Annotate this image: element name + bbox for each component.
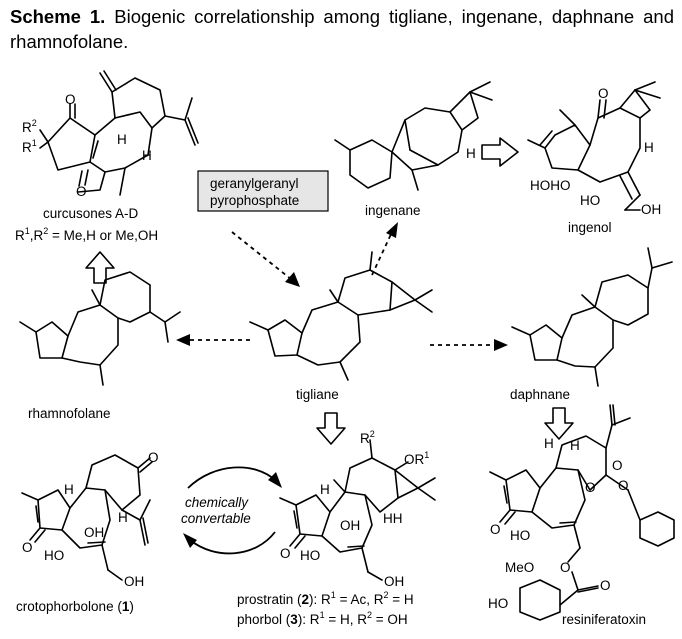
atom-o-ketone-top: O — [65, 92, 76, 107]
phorbol-structure: O OH R2 OR1 H HH OH HO — [279, 429, 436, 589]
atom-ho-rtx: HO — [510, 528, 530, 543]
arrow-open-down-resiniferatoxin — [544, 407, 574, 440]
label-resiniferatoxin: resiniferatoxin — [562, 612, 646, 627]
atom-ho-rtx-aryl: HO — [488, 596, 508, 611]
atom-hh-phorbol: HH — [383, 511, 403, 526]
atom-oh-croto-tail: OH — [124, 574, 144, 589]
atom-h-rtx-1: H — [544, 436, 554, 451]
conversion-arrows — [183, 466, 282, 555]
atom-oh-ingenol-tail: OH — [641, 202, 661, 217]
atom-o-rtx-ring: O — [612, 458, 623, 473]
atom-ho-ingenol: HO — [580, 193, 600, 208]
precursor-line2: pyrophosphate — [210, 193, 299, 208]
atom-o-rtx-carbonyl: O — [600, 578, 611, 593]
label-ingenane: ingenane — [365, 203, 421, 218]
atom-o-croto: O — [22, 540, 33, 555]
atom-o-croto-top: O — [148, 450, 159, 465]
atom-hoho-ingenol: HOHO — [530, 178, 571, 193]
atom-h-curc-1: H — [117, 132, 127, 147]
rhamnofolane-structure — [19, 271, 181, 386]
label-daphnane: daphnane — [510, 387, 570, 402]
atom-oh-phorbol: OH — [340, 518, 360, 533]
atom-h-rtx-2: H — [570, 438, 580, 453]
resiniferatoxin-structure: O O O MeO HO H H O O O HO — [488, 404, 675, 621]
label-curcusones-substituents: R1,R2 = Me,H or Me,OH — [15, 226, 158, 243]
atom-h-phorbol-1: H — [320, 482, 330, 497]
conversion-line2: convertable — [181, 511, 251, 526]
arrow-open-right-ingenol — [481, 137, 519, 167]
atom-h-ingenane: H — [466, 146, 476, 161]
precursor-box: geranylgeranyl pyrophosphate — [197, 170, 329, 212]
atom-or1-phorbol: OR1 — [404, 450, 429, 467]
atom-oh-phorbol-tail: OH — [384, 574, 404, 589]
atom-o-ingenol: O — [598, 86, 609, 101]
atom-h-ingenol: H — [644, 140, 654, 155]
label-curcusones: curcusones A-D — [43, 206, 139, 221]
daphnane-structure — [511, 247, 673, 387]
precursor-line1: geranylgeranyl — [210, 176, 299, 191]
scheme-label: Scheme 1. — [10, 6, 106, 27]
scheme-caption-text: Biogenic correlationship among tigliane,… — [10, 6, 674, 52]
atom-ho-croto: HO — [44, 548, 64, 563]
arrow-precursor-to-tigliane — [231, 231, 293, 281]
tigliane-structure — [249, 251, 433, 381]
label-tigliane: tigliane — [296, 387, 339, 402]
curcusones-structure: O O H H R2 R1 — [22, 70, 199, 199]
label-crotophorbolone: crotophorbolone (1) — [16, 599, 134, 614]
atom-h-curc-2: H — [142, 148, 152, 163]
label-phorbol: phorbol (3): R1 = H, R2 = OH — [237, 610, 408, 627]
atom-o-rtx: O — [490, 522, 501, 537]
atom-oh-croto: OH — [84, 525, 104, 540]
atom-h-croto-2: H — [118, 510, 128, 525]
atom-ho-phorbol: HO — [300, 548, 320, 563]
scheme-caption: Scheme 1. Biogenic correlationship among… — [10, 4, 674, 54]
label-rhamnofolane: rhamnofolane — [28, 406, 111, 421]
atom-o-rtx-orthoester: O — [585, 480, 596, 495]
atom-r1-curc: R1 — [22, 138, 37, 155]
label-ingenol: ingenol — [568, 220, 612, 235]
atom-o-rtx-ring-2: O — [618, 478, 629, 493]
atom-h-croto-1: H — [64, 482, 74, 497]
atom-o-phorbol: O — [280, 546, 291, 561]
crotophorbolone-structure: O O OH H H OH HO — [21, 450, 159, 589]
conversion-line1: chemically — [185, 495, 249, 510]
atom-o-rtx-ester: O — [560, 560, 571, 575]
arrow-tigliane-to-ingenane — [371, 231, 393, 276]
atom-r2-phorbol: R2 — [360, 429, 375, 446]
atom-o-ketone-bottom: O — [76, 184, 87, 199]
atom-meo-rtx: MeO — [505, 560, 534, 575]
ingenol-structure: O OH H HOHO HO — [527, 81, 661, 217]
ingenane-structure: H — [334, 81, 493, 191]
arrow-open-down-phorbol — [316, 412, 346, 445]
atom-r2-curc: R2 — [22, 118, 37, 135]
label-prostratin: prostratin (2): R1 = Ac, R2 = H — [237, 590, 414, 607]
